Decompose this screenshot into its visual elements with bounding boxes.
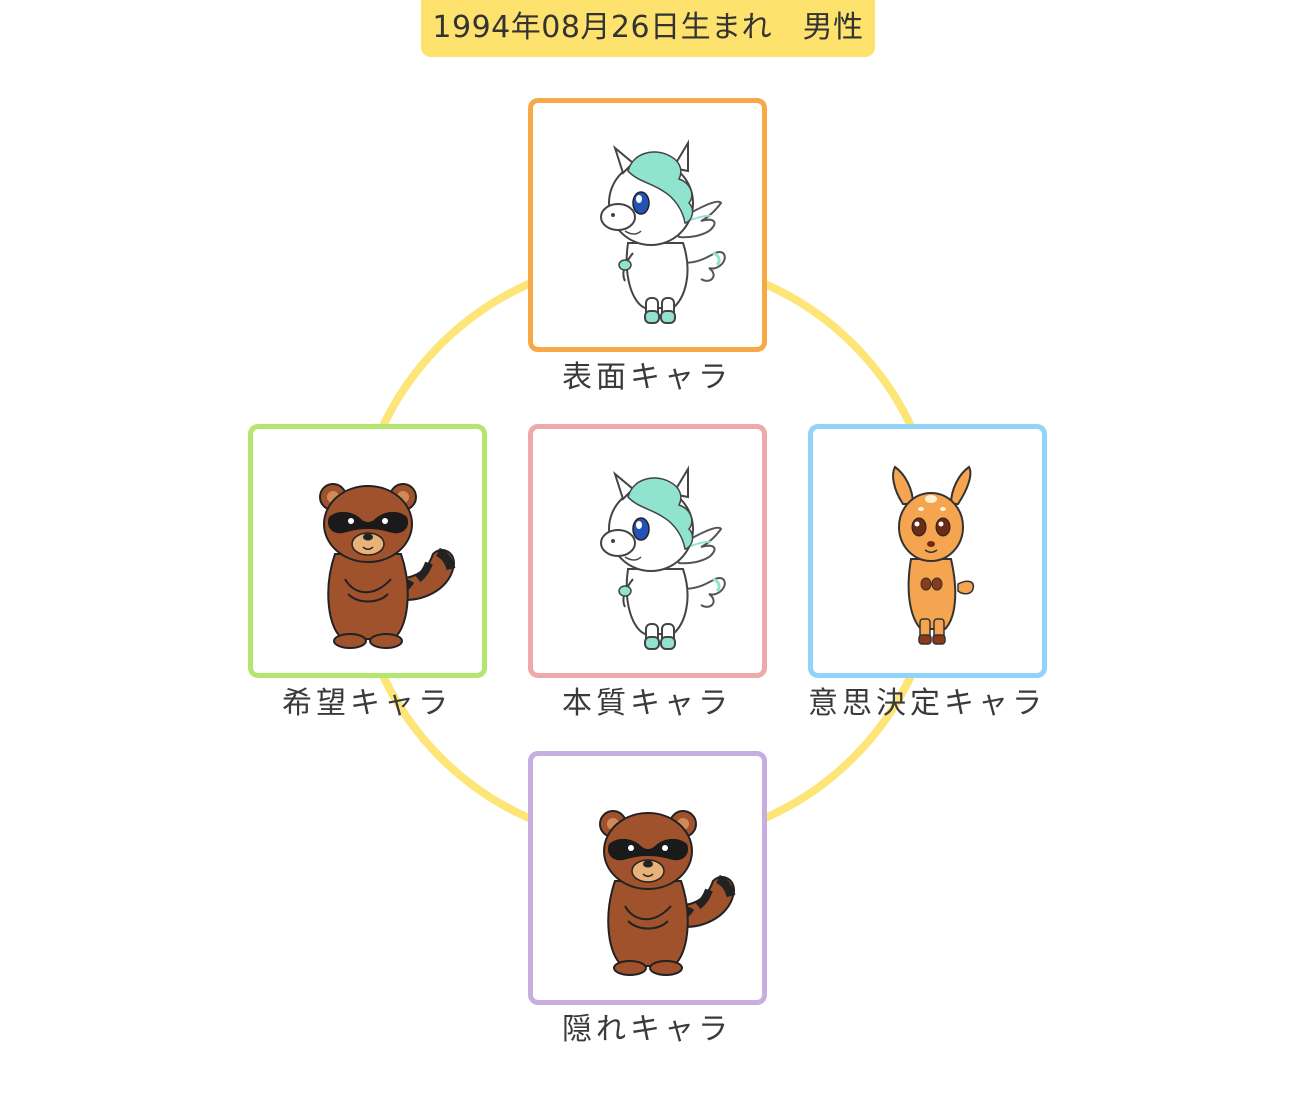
wish-character-card[interactable]	[248, 424, 487, 678]
hidden-character-card[interactable]	[528, 751, 767, 1005]
tanuki-icon	[533, 756, 762, 1000]
surface-character-label: 表面キャラ	[562, 360, 732, 395]
pegasus-icon	[533, 103, 762, 347]
decision-character-card[interactable]	[808, 424, 1047, 678]
tanuki-icon	[253, 429, 482, 673]
decision-character-label: 意思決定キャラ	[808, 686, 1046, 721]
fawn-icon	[813, 429, 1042, 673]
wish-character-label: 希望キャラ	[282, 686, 452, 721]
essence-character-label: 本質キャラ	[562, 686, 732, 721]
hidden-character-label: 隠れキャラ	[562, 1012, 732, 1047]
surface-character-card[interactable]	[528, 98, 767, 352]
essence-character-card[interactable]	[528, 424, 767, 678]
pegasus-icon	[533, 429, 762, 673]
birth-info-badge: 1994年08月26日生まれ 男性	[421, 0, 875, 57]
